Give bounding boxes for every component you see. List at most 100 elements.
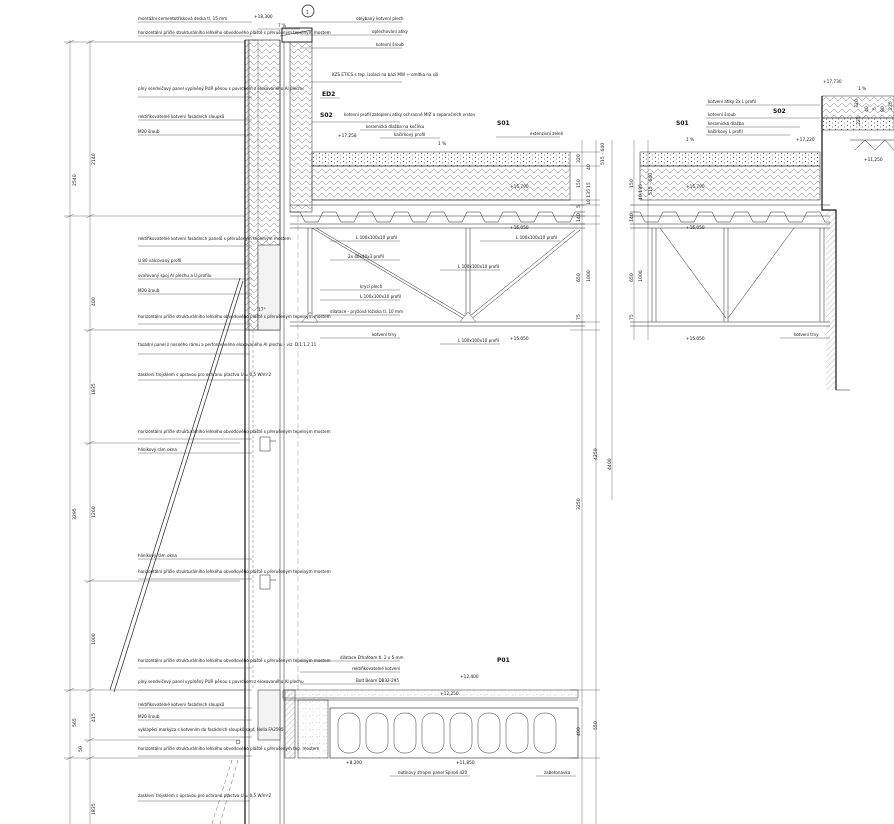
slope-top: 7 %: [278, 23, 286, 29]
dim-1835: 1835: [91, 383, 97, 395]
label-keramicka: keramická dlažba na kočírku: [366, 124, 425, 129]
floor-slab: [282, 689, 579, 759]
left-label-12: zasklení trojsklem s úpravou pro ochranu…: [138, 372, 272, 377]
dim-320: 320: [576, 154, 582, 163]
r-dim-515: 515 - 640: [648, 173, 654, 195]
left-label-17: horizontální příčle strukturálního lehké…: [138, 658, 331, 663]
dim-5: 5: [576, 205, 582, 208]
dim-415: 415: [91, 713, 97, 722]
left-label-22: horizontální příčle strukturálního lehké…: [138, 746, 319, 751]
label-dilatace-eh: dilatace Ethafoam tl. 2 x 5 mm: [340, 655, 403, 660]
label-l100c: L 100x100x10 profil: [458, 264, 499, 269]
dim-550: 550: [593, 721, 599, 730]
right-labels: kotvení atiky 2x L profil kotevní šroub …: [706, 99, 830, 339]
roof-assembly: [290, 151, 585, 223]
dim-565: 565: [72, 718, 78, 727]
truss: [290, 223, 585, 327]
label-kotevni-sroub: kotevní šroub: [376, 42, 404, 47]
r-label-kotveni-trny: kotvení trny: [794, 332, 819, 337]
dim-4250: 4250: [593, 448, 599, 460]
left-dimension-chains: 2540 2140 400 3295 1835 1260 1000 565 41…: [64, 39, 245, 824]
r-label-kacirkovy: kačírkový L profil: [708, 129, 743, 134]
r-label-keramicka: keramická dlažba: [708, 121, 744, 126]
slope-right-roof: 1 %: [686, 137, 694, 143]
tag-s02: S02: [320, 112, 333, 119]
tag-r-s01: S01: [676, 120, 689, 127]
left-label-8: svařovaný spoj Al plechu a U profilu: [138, 273, 212, 278]
label-dilatace: dilatace - prýžová ložiska tl. 10 mm: [330, 309, 403, 314]
label-l100a: L 100x100x10 profil: [356, 235, 397, 240]
r-label-kotveni-atiky: kotvení atiky 2x L profil: [708, 99, 756, 104]
left-label-11: fasádní panel z nosného rámu a perforova…: [138, 342, 317, 347]
dim-150: 150: [576, 179, 582, 188]
left-labels: montážní cementotřísková deska tl. 15 mm…: [138, 16, 331, 802]
dim-515: 515 - 640: [600, 143, 606, 165]
label-extenzivni: extenzivní zeleň: [530, 131, 564, 136]
left-label-2: horizontální příčle strukturálního lehké…: [138, 30, 331, 35]
tag-s01: S01: [497, 120, 510, 127]
left-label-20: M20 šroub: [138, 714, 160, 719]
detail-marker-number: 1: [306, 10, 309, 16]
r-dim-225: 225: [888, 101, 894, 110]
r-dim-5: 5: [872, 107, 878, 110]
label-kzs: KZS ETICS s tep. izolací na bázi MW + om…: [332, 72, 438, 77]
section-tags: ED2 S02 S01 P01 S01 S02: [320, 91, 786, 664]
level-marks: +18,300 7 % +17,258 1 % +16,790 +16,050 …: [254, 14, 883, 766]
label-l100b: L 100x100x10 profil: [516, 235, 557, 240]
dim-3295: 3295: [72, 508, 78, 520]
dim-75: 75: [576, 314, 582, 320]
level-r15050: +15,050: [686, 336, 705, 342]
dim-4400: 4400: [607, 458, 613, 470]
label-panel: dutinový stropní panel Spiroll 420: [398, 770, 468, 775]
label-oplechovany: oblýbaný kotvení plech: [356, 16, 404, 21]
left-label-23: zasklení trojsklem s úpravou pro ochranu…: [138, 793, 272, 798]
label-kryci: krycí plech: [360, 284, 383, 289]
left-label-10: horizontální příčle strukturálního lehké…: [138, 314, 331, 319]
left-label-16: horizontální příčle strukturálního lehké…: [138, 569, 331, 574]
center-labels: oblýbaný kotvení plech oplechování atiky…: [300, 16, 576, 777]
left-label-6: rektifikovatelné kotvení fasádních panel…: [138, 236, 291, 241]
tag-p01: P01: [497, 657, 510, 664]
dim-2540: 2540: [72, 174, 78, 186]
r-label-kotevni-sroub: kotevní šroub: [708, 112, 736, 117]
dim-50: 50: [78, 746, 84, 752]
level-17258: +17,258: [338, 133, 357, 139]
dim-650: 650: [576, 273, 582, 282]
left-label-21: vyklápěcí markýza s kotvením do fasádníc…: [138, 727, 284, 732]
facade-wall: [244, 27, 313, 824]
label-kotevni-profil: kotevní profil zateplení atiky ochranné …: [344, 112, 476, 117]
level-18300: +18,300: [254, 14, 273, 20]
left-label-14: hliníkový rám okna: [138, 447, 177, 452]
dim-1260: 1260: [91, 506, 97, 518]
level-15050: +15,050: [510, 336, 529, 342]
r-dim-235: 235: [856, 116, 862, 125]
r-dim-10135: 10 135: [638, 184, 644, 200]
left-label-1: montážní cementotřísková deska tl. 15 mm: [138, 16, 227, 21]
left-label-5: M20 šroub: [138, 129, 160, 134]
dim-3250: 3250: [576, 498, 582, 510]
slope-angle: 17°: [258, 307, 266, 313]
level-8200: +8,200: [346, 760, 362, 766]
dim-140: 140: [576, 213, 582, 222]
left-label-13: horizontální příčle strukturálního lehké…: [138, 429, 331, 434]
dim-400: 400: [91, 297, 97, 306]
tag-ed2: ED2: [322, 91, 335, 98]
level-12250: +12,250: [440, 691, 459, 697]
left-label-3: plný sendvičový panel vyplněný PUR pěnou…: [138, 86, 304, 91]
dim-15: 15: [586, 182, 592, 188]
label-kotveni-trny: kotvení trny: [372, 332, 397, 337]
label-rektif: rektifikovatelné kotvení: [352, 666, 401, 671]
level-12400: +12,400: [460, 674, 479, 680]
label-l100d: L 100x100x10 profil: [360, 294, 401, 299]
slope-roof: 1 %: [438, 141, 446, 147]
center-dimensions: 320 150 15 40 515 - 640 10 135 5 140 650…: [570, 140, 613, 824]
dim-1835b: 1835: [91, 803, 97, 815]
label-l100e: L 100x100x10 profil: [458, 338, 499, 343]
dim-400b: 400: [576, 727, 582, 736]
level-16790: +16,790: [510, 184, 529, 190]
level-r16790: +16,790: [686, 184, 705, 190]
left-label-4: rektifikovatelné kotvení fasádních sloup…: [138, 114, 225, 119]
r-dim-1000: 1000: [638, 270, 644, 282]
tag-r-s02: S02: [773, 108, 786, 115]
